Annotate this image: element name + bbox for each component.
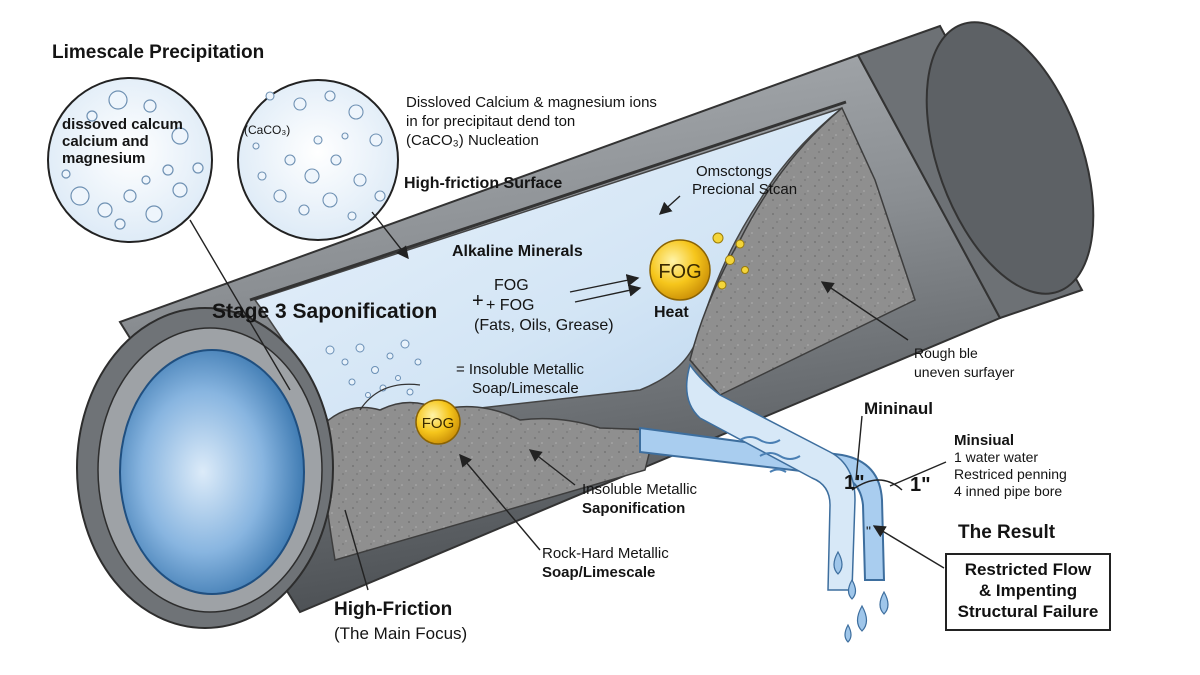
fog-equation: FOG + FOG (Fats, Oils, Grease) xyxy=(474,276,614,336)
minsiual-line: 1 water water xyxy=(954,449,1039,465)
minsiual-line: Restriced penning xyxy=(954,466,1067,482)
insoluble-soap-line: Soap/Limescale xyxy=(472,380,579,397)
high-friction-surface-label: High-friction Surface xyxy=(404,175,563,192)
rough-line: Rough ble xyxy=(914,345,978,361)
magnifier-left-bubbles xyxy=(61,90,204,230)
water-drop xyxy=(833,550,843,575)
fog-equation-line: FOG xyxy=(494,277,529,294)
dimension-left: 1" xyxy=(844,472,865,494)
cutaway-rim xyxy=(249,100,847,302)
insoluble-sapon-line: Insoluble Metallic xyxy=(582,481,698,498)
fog-equation-line: (Fats, Oils, Grease) xyxy=(474,317,614,334)
bubble-left-line: dissoved calcum xyxy=(62,116,183,133)
bubble-left-line: calcium and xyxy=(62,132,149,150)
fog-ball-small-label: FOG xyxy=(422,415,455,432)
high-friction-bottom-line: (The Main Focus) xyxy=(334,624,468,643)
insoluble-soap-line: = Insoluble Metallic xyxy=(456,361,584,378)
pipe-bore xyxy=(119,349,305,595)
insoluble-sapon-line: Saponification xyxy=(582,500,686,517)
result-box-line: & Impenting xyxy=(978,581,1078,600)
pipe-far-end xyxy=(925,21,1095,295)
insoluble-sapon-label: Insoluble Metallic Saponification xyxy=(582,480,697,518)
minsiual-line: 4 inned pipe bore xyxy=(954,483,1063,499)
dimension-small: " xyxy=(866,523,871,539)
top-note: Dissloved Calcium & magnesium ions in fo… xyxy=(406,93,657,150)
fog-ball-large xyxy=(649,239,711,301)
heat-label: Heat xyxy=(654,304,689,321)
magnifier-right-bubbles xyxy=(252,90,386,221)
deposit-bottom xyxy=(317,401,656,561)
water-drop xyxy=(844,623,852,643)
dimension-right: 1" xyxy=(910,474,931,496)
fog-droplets xyxy=(712,232,749,290)
top-note-line: (CaCO₃) Nucleation xyxy=(406,132,539,149)
outflow-channel xyxy=(685,363,856,591)
fog-ball-large-label: FOG xyxy=(658,261,701,283)
bubble-left-line: magnesium xyxy=(62,149,146,167)
mininaul-label: Mininaul xyxy=(864,399,933,418)
insoluble-soap-label: = Insoluble Metallic Soap/Limescale xyxy=(456,360,584,398)
flow-ripple xyxy=(759,452,801,460)
top-note-line: Dissloved Calcium & magnesium ions xyxy=(406,94,657,111)
rock-hard-label: Rock-Hard Metallic Soap/Limescale xyxy=(542,544,669,582)
omsctongs-label: Omsctongs Precional Stcan xyxy=(692,163,797,199)
page-title: Limescale Precipitation xyxy=(52,42,265,63)
the-result-label: The Result xyxy=(958,522,1056,543)
minsiual-block: Minsiual 1 water water Restriced penning… xyxy=(954,432,1067,500)
rough-line: uneven surfayer xyxy=(914,364,1015,380)
omsctongs-line: Omsctongs xyxy=(696,163,772,180)
result-box: Restricted Flow & Impenting Structural F… xyxy=(945,553,1111,631)
fog-equation-line: + FOG xyxy=(486,297,535,314)
water-drop xyxy=(879,590,889,615)
alkaline-minerals-label: Alkaline Minerals xyxy=(452,243,583,260)
fog-ball-small xyxy=(415,399,461,445)
result-box-line: Structural Failure xyxy=(957,602,1099,621)
bubble-trail xyxy=(359,383,421,411)
leader-lines xyxy=(189,195,947,591)
minsiual-title: Minsiual xyxy=(954,432,1015,449)
high-friction-bottom-label: High-Friction (The Main Focus) xyxy=(334,598,467,646)
bubble-right-label: (CaCO₃) xyxy=(244,123,291,137)
magnifier-right xyxy=(237,79,399,241)
omsctongs-line: Precional Stcan xyxy=(692,181,798,198)
dimension-arc xyxy=(851,479,903,491)
result-box-line: Restricted Flow xyxy=(964,560,1092,579)
rough-label: Rough ble uneven surfayer xyxy=(914,344,1014,382)
rock-hard-line: Soap/Limescale xyxy=(542,564,656,581)
rising-bubbles xyxy=(325,339,422,398)
fog-equation-plus: + xyxy=(472,290,484,312)
flow-ripple xyxy=(769,468,787,473)
top-note-line: in for precipitaut dend ton xyxy=(406,113,576,130)
water-drop xyxy=(847,578,857,600)
rock-hard-line: Rock-Hard Metallic xyxy=(542,545,669,562)
flow-ripple xyxy=(739,436,781,444)
bubble-left-text: dissoved calcum calcium and magnesium xyxy=(62,116,183,167)
water-drop xyxy=(856,604,868,632)
stage-label: Stage 3 Saponification xyxy=(212,300,438,323)
high-friction-bottom-line: High-Friction xyxy=(334,599,453,620)
